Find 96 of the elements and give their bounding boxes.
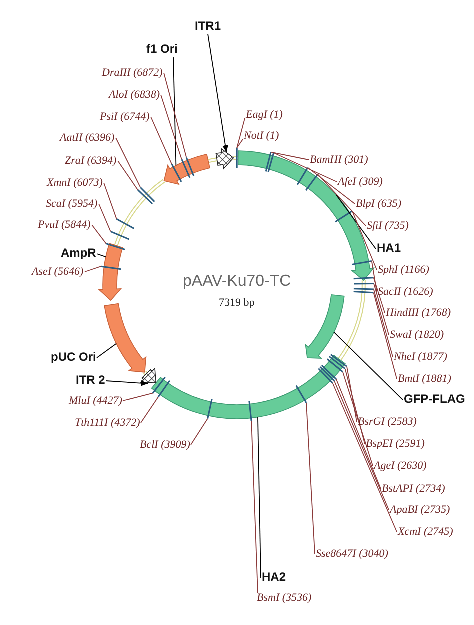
leader-line bbox=[96, 343, 118, 358]
site-label: PvuI (5844) bbox=[38, 218, 91, 232]
site-label: BclI (3909) bbox=[140, 438, 190, 452]
site-tick bbox=[330, 354, 348, 368]
leader-line bbox=[374, 283, 390, 336]
feature-label: f1 Ori bbox=[146, 43, 178, 57]
site-label: SacII (1626) bbox=[378, 286, 434, 298]
feature-label: HA1 bbox=[377, 242, 402, 256]
plasmid-name: pAAV-Ku70-TC bbox=[183, 273, 292, 292]
site-tick bbox=[354, 288, 374, 290]
site-label: BlpI (635) bbox=[356, 198, 402, 210]
leader-line bbox=[173, 56, 177, 166]
site-tick bbox=[106, 243, 126, 251]
feature-segment bbox=[305, 294, 345, 359]
site-label: MluI (4427) bbox=[69, 394, 122, 408]
site-tick bbox=[248, 401, 252, 422]
leader-line bbox=[104, 182, 118, 220]
feature-label: HA2 bbox=[262, 571, 286, 585]
site-tick bbox=[236, 148, 238, 168]
site-label: BmtI (1881) bbox=[398, 372, 452, 386]
leader-line bbox=[344, 368, 366, 444]
site-label: AfeI (309) bbox=[338, 176, 383, 188]
feature-segment bbox=[104, 303, 147, 373]
plasmid-size: 7319 bp bbox=[219, 296, 255, 310]
leader-line bbox=[208, 34, 228, 153]
site-label: ApaBI (2735) bbox=[390, 504, 450, 516]
leader-line bbox=[336, 194, 376, 250]
site-label: AatII (6396) bbox=[60, 132, 115, 144]
hatched-segment bbox=[216, 148, 234, 170]
leader-line bbox=[236, 139, 244, 148]
feature-segment bbox=[164, 154, 210, 185]
site-label: ZraI (6394) bbox=[65, 154, 117, 168]
leader-line bbox=[118, 160, 139, 191]
site-label: PsiI (6744) bbox=[100, 110, 150, 124]
site-label: NheI (1877) bbox=[394, 350, 448, 364]
site-label: BamHI (301) bbox=[310, 154, 368, 166]
feature-label: ITR 2 bbox=[76, 374, 106, 388]
site-label: HindIII (1768) bbox=[386, 306, 452, 320]
leader-line bbox=[98, 204, 112, 232]
leader-line bbox=[106, 380, 148, 386]
leader-line bbox=[334, 380, 390, 510]
site-tick bbox=[110, 231, 130, 240]
site-label: AgeI (2630) bbox=[374, 460, 427, 472]
site-label: Tth111I (4372) bbox=[75, 416, 140, 430]
feature-segment bbox=[98, 243, 124, 301]
site-label: BstAPI (2734) bbox=[382, 482, 446, 496]
leader-line bbox=[96, 254, 106, 258]
leader-line bbox=[352, 210, 378, 270]
leader-line bbox=[342, 372, 374, 466]
site-label: BspEI (2591) bbox=[366, 438, 425, 450]
leader-line bbox=[334, 332, 404, 400]
leader-line bbox=[164, 72, 188, 158]
site-label: EagI (1) bbox=[246, 108, 283, 122]
feature-label: GFP-FLAG bbox=[404, 393, 466, 407]
leader-line bbox=[336, 378, 382, 490]
leader-line bbox=[116, 138, 142, 188]
leader-line bbox=[122, 392, 154, 402]
leader-line bbox=[92, 224, 107, 244]
site-label: Sse8647I (3040) bbox=[316, 548, 388, 560]
leader-line bbox=[373, 289, 394, 358]
leader-line bbox=[160, 94, 182, 160]
leader-line bbox=[373, 277, 386, 314]
site-label: DraIII (6872) bbox=[102, 66, 163, 80]
site-label: SwaI (1820) bbox=[390, 328, 444, 342]
leader-line bbox=[251, 420, 258, 594]
leader-line bbox=[332, 382, 398, 532]
leader-line bbox=[150, 116, 172, 165]
leader-line bbox=[273, 152, 338, 182]
site-label: SfiI (735) bbox=[367, 220, 409, 232]
leader-line bbox=[236, 118, 246, 148]
site-label: XcmI (2745) bbox=[398, 526, 454, 538]
leader-line bbox=[308, 167, 356, 204]
site-label: SphI (1166) bbox=[378, 264, 430, 276]
site-tick bbox=[116, 218, 135, 230]
site-label: BsmI (3536) bbox=[257, 592, 312, 604]
hatched-segment bbox=[140, 368, 157, 384]
leader-line bbox=[373, 292, 398, 380]
feature-label: AmpR bbox=[61, 247, 96, 261]
leader-line bbox=[84, 266, 102, 272]
site-label: AloI (6838) bbox=[109, 88, 160, 102]
site-label: AseI (5646) bbox=[32, 266, 84, 278]
site-label: XmnI (6073) bbox=[47, 176, 103, 190]
leader-line bbox=[270, 152, 310, 160]
leader-line bbox=[140, 396, 159, 424]
leader-line bbox=[317, 174, 366, 226]
leader-line bbox=[258, 416, 262, 578]
leader-line bbox=[371, 260, 378, 292]
feature-segment bbox=[151, 355, 346, 420]
feature-label: pUC Ori bbox=[51, 351, 96, 365]
site-label: ScaI (5954) bbox=[46, 198, 98, 210]
leader-line bbox=[306, 402, 316, 554]
leader-line bbox=[346, 366, 358, 422]
site-label: NotI (1) bbox=[244, 130, 280, 142]
feature-label: ITR1 bbox=[195, 20, 222, 34]
site-tick bbox=[354, 290, 374, 294]
site-tick bbox=[354, 283, 374, 285]
